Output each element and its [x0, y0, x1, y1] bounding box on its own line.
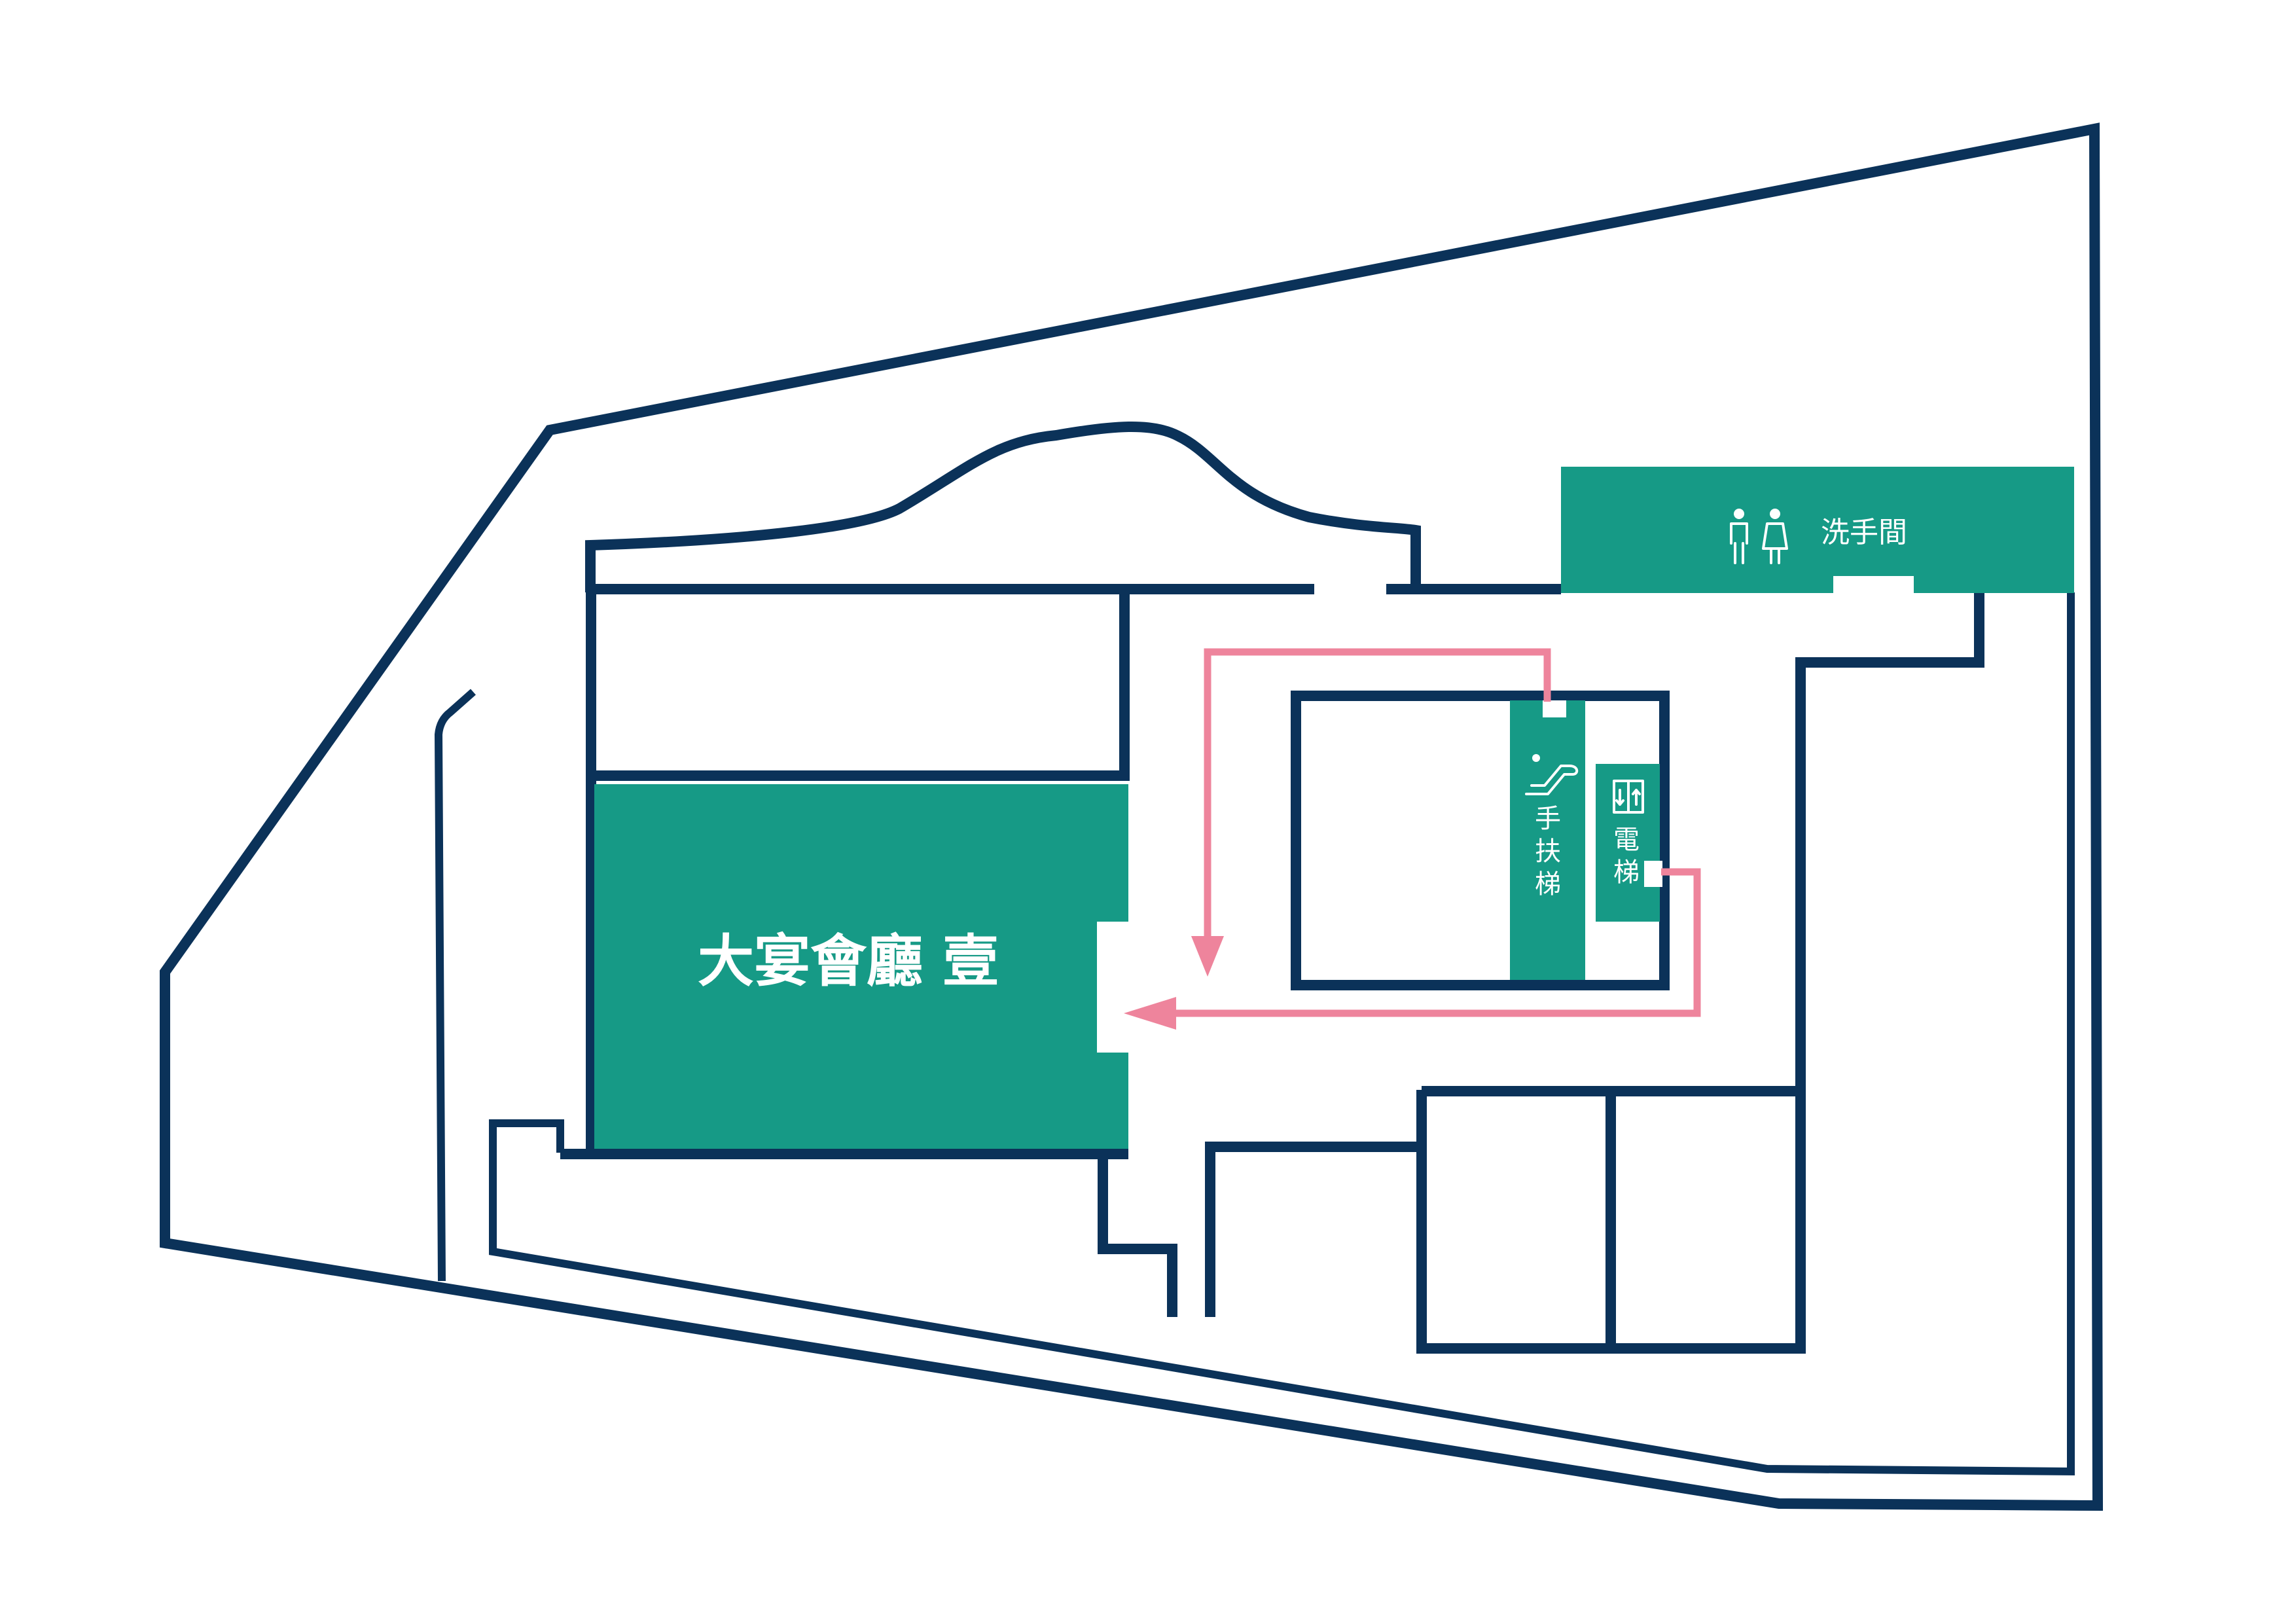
escalator-label-2: 扶 [1535, 837, 1561, 867]
escalator-label-3: 梯 [1535, 869, 1561, 899]
elevator-label-1: 電 [1613, 825, 1640, 855]
small-room-divider [1422, 1086, 1801, 1348]
banquet-hall-room [594, 784, 1128, 1150]
elevator-label-2: 梯 [1613, 857, 1640, 888]
building-outline [160, 122, 2104, 1511]
restroom-icon [1730, 509, 1788, 564]
upper-hall-wall [586, 584, 1314, 1149]
left-wall [434, 689, 476, 1282]
inner-corridor-wall [489, 592, 2075, 1476]
banquet-hall-label: 大宴會廳 壹 [698, 929, 999, 994]
route-from-elevator [1173, 868, 1701, 1017]
upper-curved-wall [585, 422, 1421, 592]
route-from-escalator-arrowhead [1191, 936, 1224, 977]
top-room-wall [591, 589, 1130, 781]
escalator-label-1: 手 [1535, 804, 1561, 834]
route-from-escalator [1204, 648, 1551, 939]
lower-passage-wall [1098, 1154, 1177, 1317]
corridor-right-wall [1416, 593, 1984, 1354]
restroom-room [1561, 467, 2074, 593]
escalator-icon [1525, 754, 1579, 795]
escalator-room [1510, 700, 1585, 980]
lower-passage-wall-right [1205, 1142, 1424, 1317]
elevator-icon [1613, 780, 1644, 814]
restroom-label: 洗手間 [1821, 516, 1907, 549]
route-from-elevator-arrowhead [1124, 997, 1176, 1030]
central-core [1291, 691, 1670, 990]
